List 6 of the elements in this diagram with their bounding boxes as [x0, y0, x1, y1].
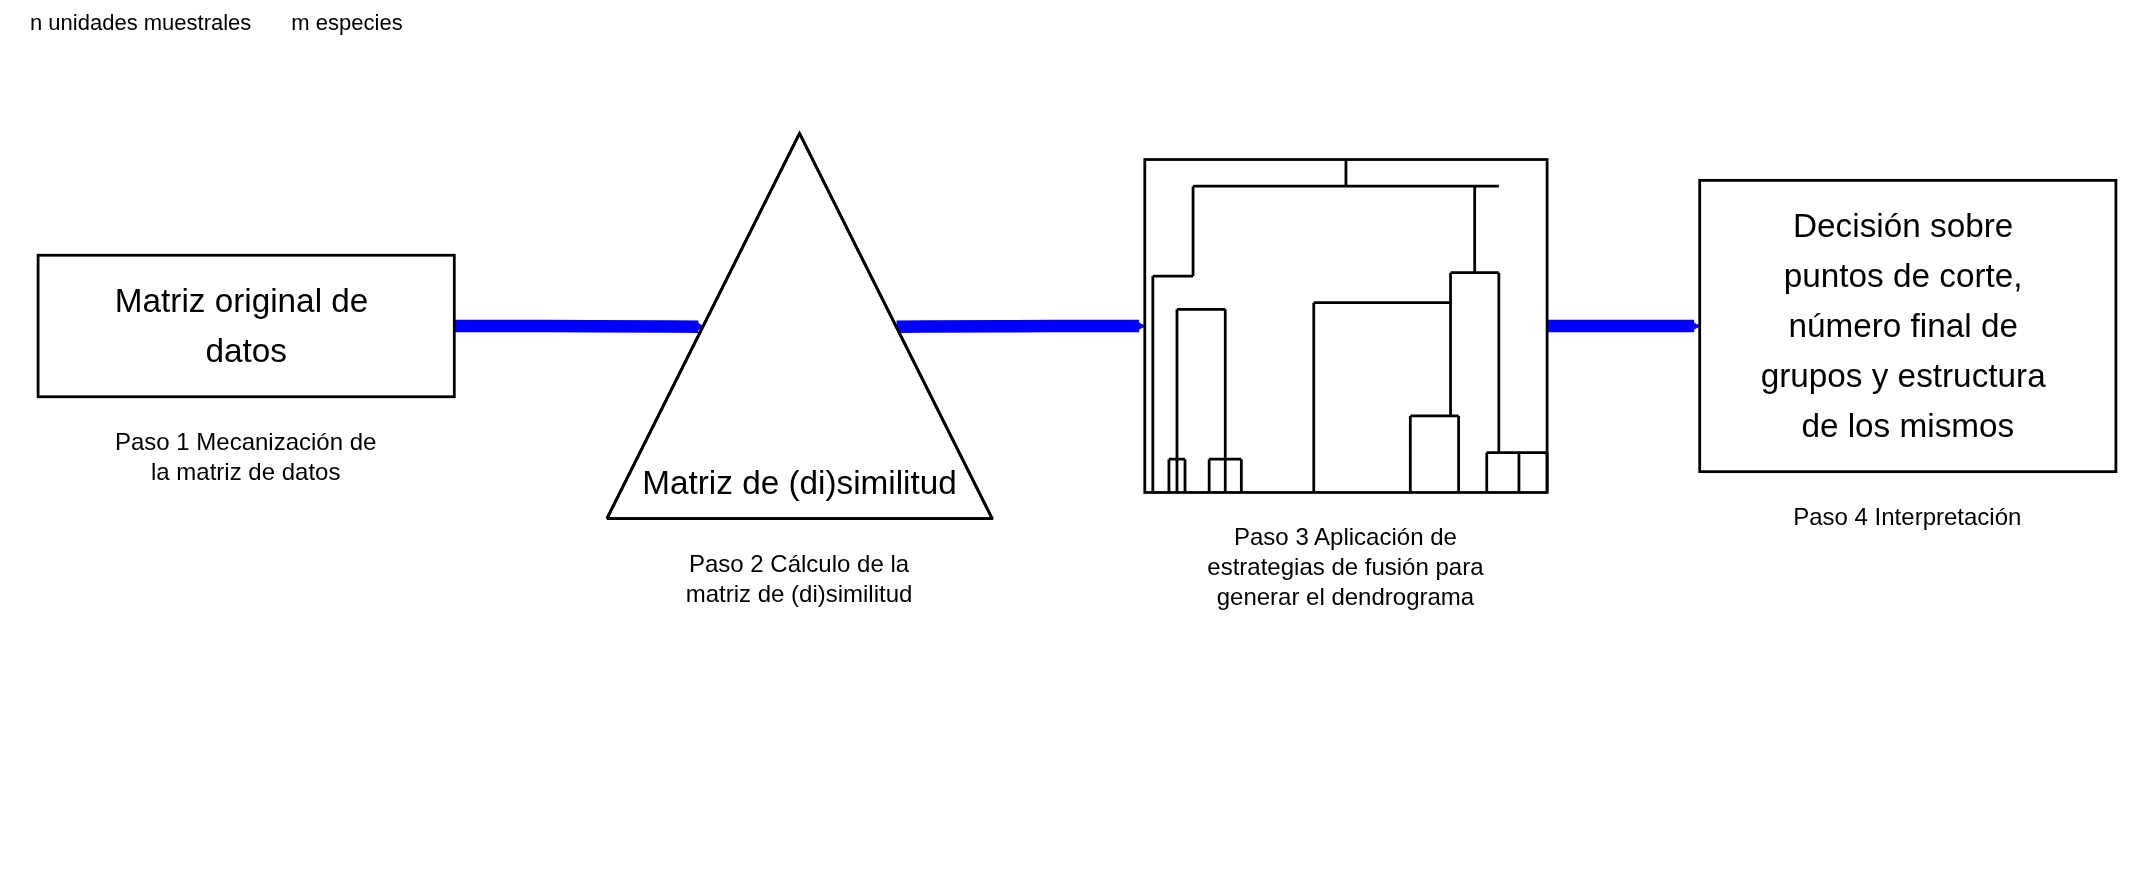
step-caption: Paso 4 Interpretación: [1792, 501, 2023, 532]
step-caption: Paso 2 Cálculo de la matriz de (di)similitud: [684, 548, 914, 609]
step-caption: Paso 3 Aplicación de estrategias de fusión para generar el dendrograma: [1206, 522, 1485, 613]
step-caption: Paso 1 Mecanización de la matriz de datos: [113, 426, 378, 487]
axis-note: m especies: [291, 10, 403, 36]
axis-note: n unidades muestrales: [30, 10, 252, 36]
